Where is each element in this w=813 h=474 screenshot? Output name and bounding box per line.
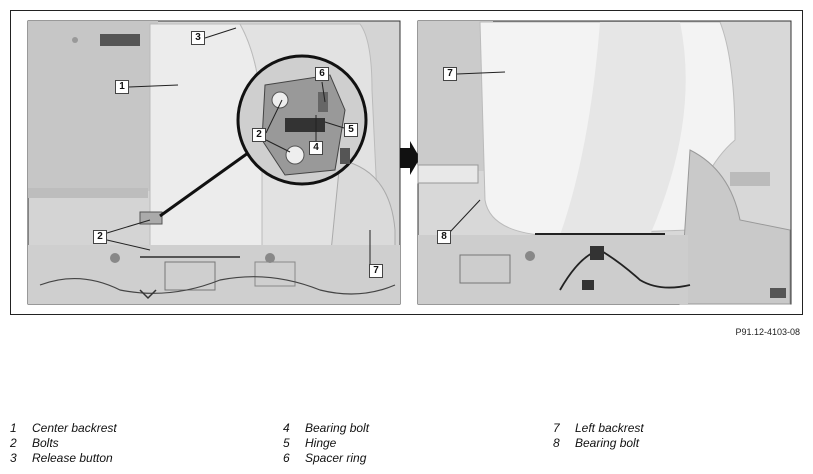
- figure-id: P91.12-4103-08: [735, 327, 800, 337]
- legend-label: Bearing bolt: [305, 421, 370, 435]
- legend-num: 1: [10, 421, 17, 435]
- legend-item: 8 Bearing bolt: [553, 436, 644, 451]
- right-panel-photo: [417, 20, 792, 305]
- legend-num: 8: [553, 436, 560, 450]
- legend-item: 6 Spacer ring: [283, 451, 369, 466]
- callout-6: 6: [315, 67, 329, 81]
- legend-item: 3 Release button: [10, 451, 117, 466]
- legend-num: 7: [553, 421, 560, 435]
- legend-num: 4: [283, 421, 290, 435]
- legend-num: 5: [283, 436, 290, 450]
- legend-num: 6: [283, 451, 290, 465]
- legend-label: Bearing bolt: [575, 436, 640, 450]
- legend-num: 2: [10, 436, 17, 450]
- legend-label: Center backrest: [32, 421, 117, 435]
- callout-3: 3: [191, 31, 205, 45]
- legend-item: 2 Bolts: [10, 436, 117, 451]
- callout-2-lower: 2: [252, 128, 266, 142]
- legend-num: 3: [10, 451, 17, 465]
- legend-label: Release button: [32, 451, 113, 465]
- callout-2-upper: 2: [93, 230, 107, 244]
- legend-item: 7 Left backrest: [553, 421, 644, 436]
- legend-label: Hinge: [305, 436, 337, 450]
- arrow-right-icon: [400, 141, 420, 175]
- left-panel-photo: [27, 20, 401, 305]
- legend-col-2: 4 Bearing bolt 5 Hinge 6 Spacer ring: [283, 421, 369, 466]
- legend-item: 4 Bearing bolt: [283, 421, 369, 436]
- legend-item: 5 Hinge: [283, 436, 369, 451]
- callout-5: 5: [344, 123, 358, 137]
- legend-item: 1 Center backrest: [10, 421, 117, 436]
- legend-label: Spacer ring: [305, 451, 367, 465]
- legend-col-3: 7 Left backrest 8 Bearing bolt: [553, 421, 644, 451]
- callout-1: 1: [115, 80, 129, 94]
- callout-7-right: 7: [443, 67, 457, 81]
- callout-4: 4: [309, 141, 323, 155]
- callout-7-left: 7: [369, 264, 383, 278]
- legend-col-1: 1 Center backrest 2 Bolts 3 Release button: [10, 421, 117, 466]
- legend-label: Bolts: [32, 436, 59, 450]
- legend-label: Left backrest: [575, 421, 644, 435]
- callout-8: 8: [437, 230, 451, 244]
